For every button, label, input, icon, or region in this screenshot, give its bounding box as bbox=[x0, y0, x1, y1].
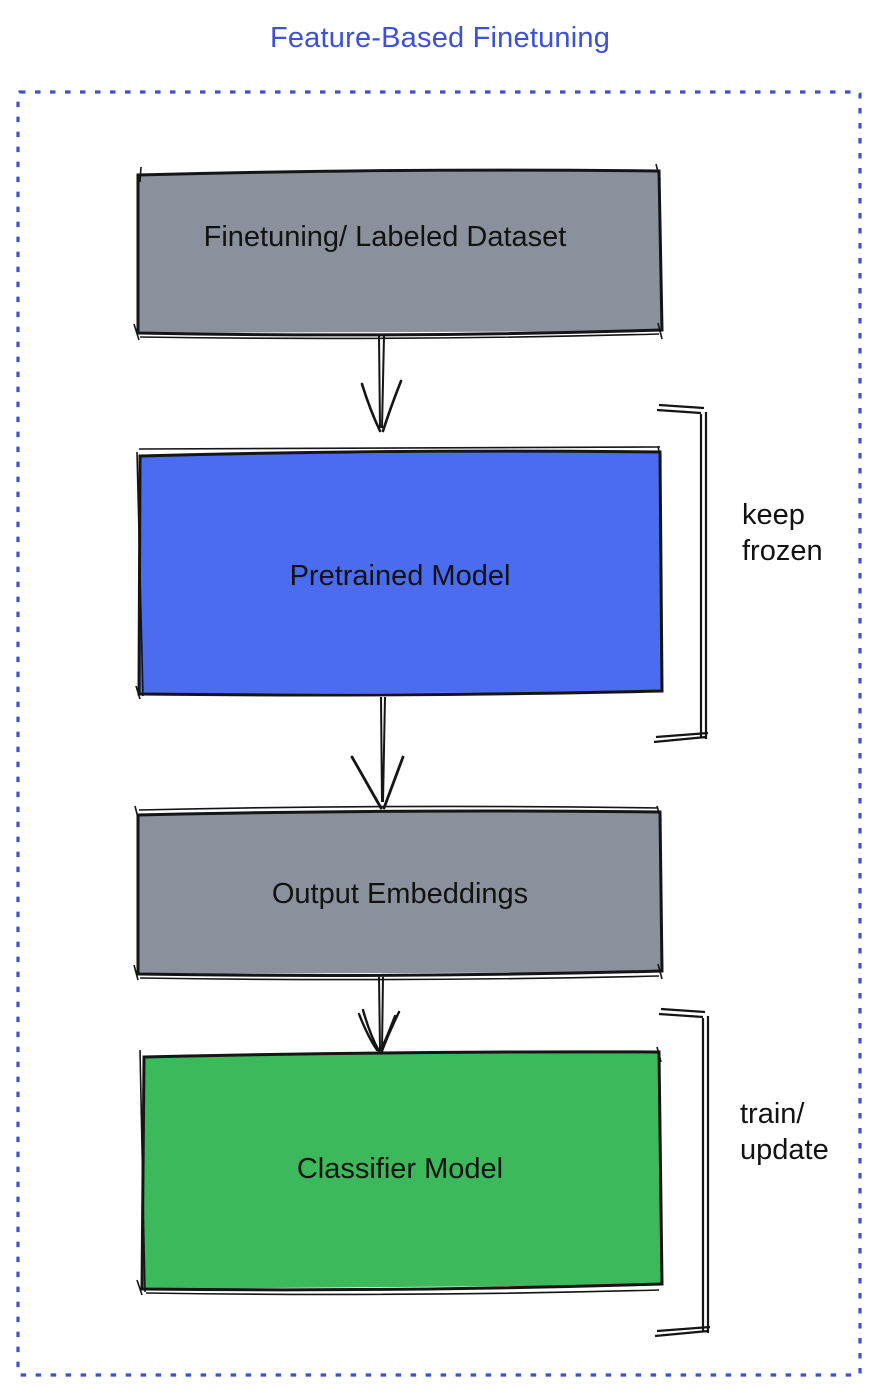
train-update-line2: update bbox=[740, 1134, 829, 1166]
train-update-annotation: train/ update bbox=[740, 1098, 829, 1166]
classifier-box-fill bbox=[141, 1051, 662, 1289]
pretrained-box-label: Pretrained Model bbox=[290, 560, 511, 592]
embeddings-box-outline bbox=[136, 809, 664, 977]
dataset-box-outline bbox=[136, 168, 664, 337]
pretrained-box-sketch-strokes bbox=[135, 445, 662, 700]
keep-frozen-line1: keep bbox=[742, 499, 805, 531]
diagram-title: Feature-Based Finetuning bbox=[269, 22, 611, 54]
classifier-box: Classifier Model bbox=[136, 1046, 664, 1296]
dotted-frame bbox=[16, 90, 862, 1377]
embeddings-box-fill bbox=[137, 811, 662, 974]
embeddings-box: Output Embeddings bbox=[133, 805, 664, 981]
dataset-box-label: Finetuning/ Labeled Dataset bbox=[204, 221, 567, 253]
train-update-line1: train/ bbox=[740, 1098, 805, 1130]
classifier-box-sketch-strokes bbox=[136, 1046, 662, 1296]
classifier-box-outline bbox=[140, 1050, 664, 1292]
dataset-box-fill bbox=[137, 170, 662, 333]
embeddings-box-label: Output Embeddings bbox=[272, 878, 528, 910]
arrow-dataset-to-pretrained bbox=[360, 335, 403, 433]
arrow-pretrained-to-embeddings bbox=[350, 696, 405, 810]
dataset-box: Finetuning/ Labeled Dataset bbox=[133, 163, 664, 341]
classifier-box-label: Classifier Model bbox=[297, 1153, 503, 1185]
arrow-embeddings-to-classifier bbox=[357, 976, 401, 1053]
pretrained-box-fill bbox=[138, 451, 662, 694]
train-update-bracket bbox=[654, 1007, 711, 1338]
keep-frozen-annotation: keep frozen bbox=[742, 499, 823, 567]
dataset-box-sketch-strokes bbox=[133, 163, 663, 341]
pretrained-box: Pretrained Model bbox=[135, 445, 664, 700]
keep-frozen-line2: frozen bbox=[742, 535, 823, 567]
keep-frozen-bracket bbox=[653, 403, 709, 744]
embeddings-box-sketch-strokes bbox=[133, 805, 663, 981]
pretrained-box-outline bbox=[137, 449, 664, 697]
